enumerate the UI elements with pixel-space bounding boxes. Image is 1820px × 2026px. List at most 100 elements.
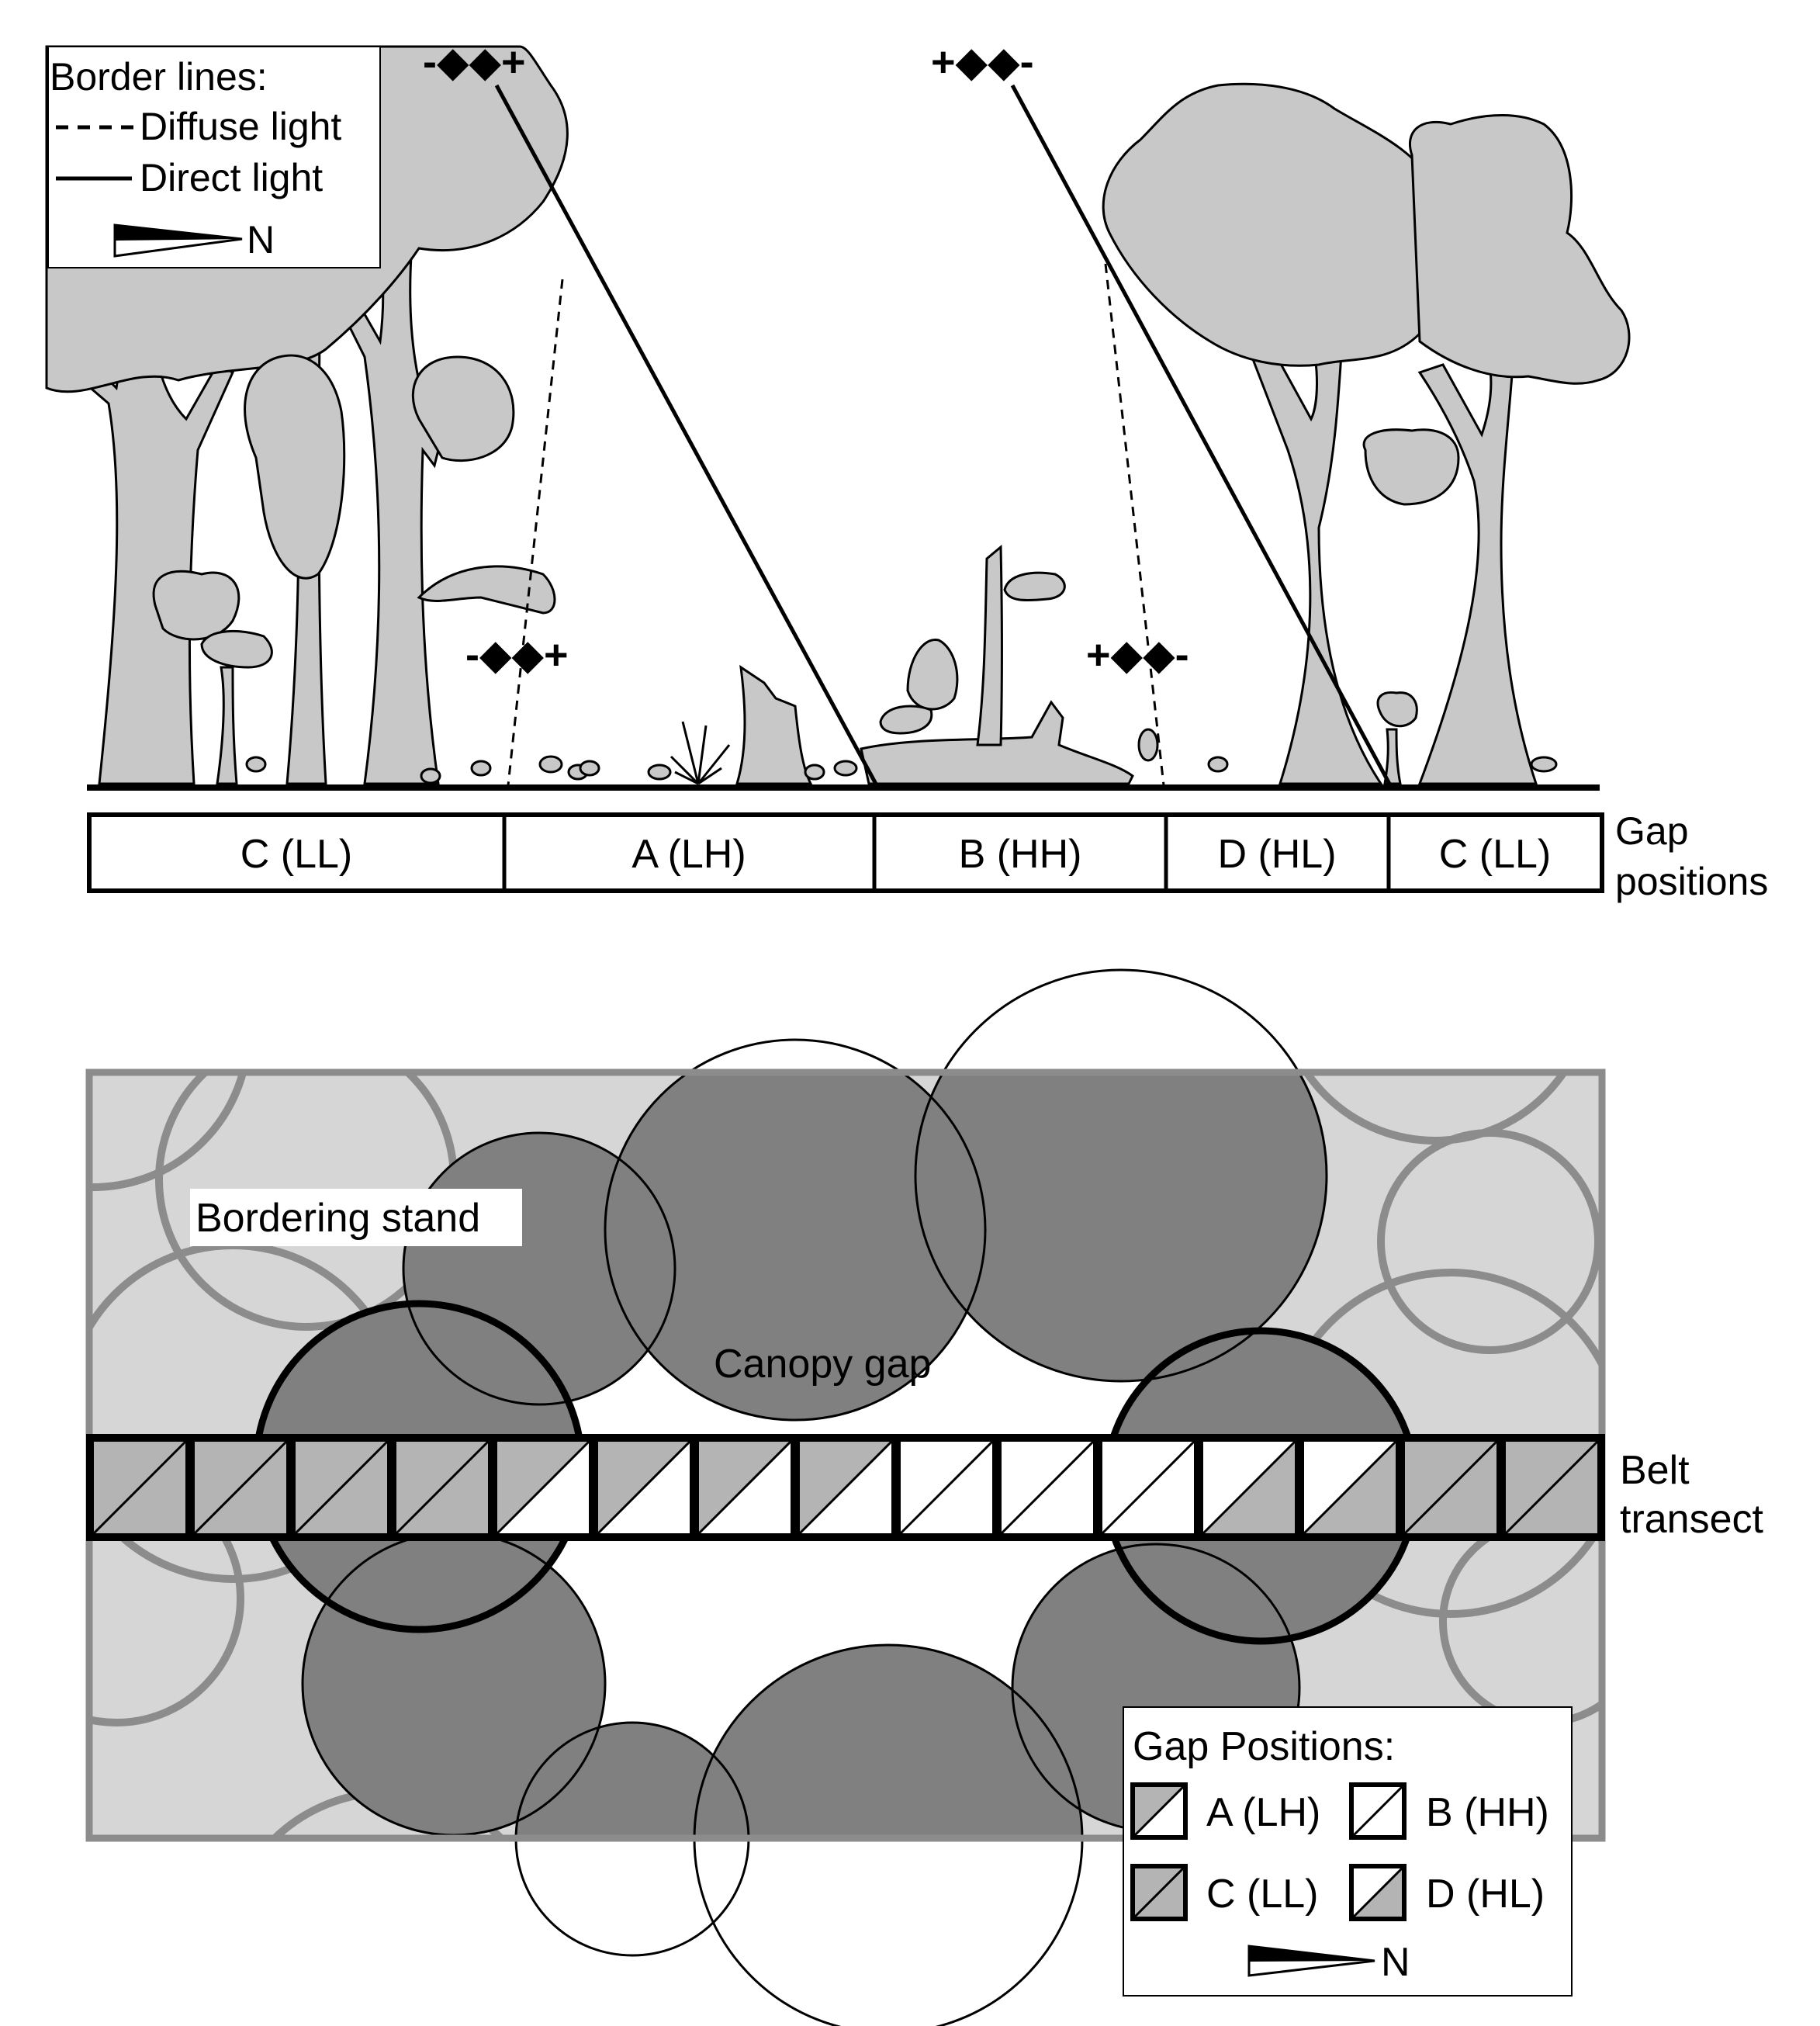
crown: [244, 354, 346, 580]
gap-segment-label: C (LL): [240, 832, 352, 877]
snag: [735, 664, 813, 785]
gap-segment-label: C (LL): [1439, 832, 1551, 877]
cell-diagonal: [1131, 1783, 1187, 1839]
cell-diagonal: [1202, 1440, 1296, 1535]
crown: [303, 1532, 605, 1835]
legend-a-label: A (LH): [1206, 1790, 1320, 1835]
transect-cell: [1000, 1440, 1095, 1535]
seedling: [420, 767, 441, 784]
seedling: [647, 764, 672, 781]
right-stand-trees: [1102, 82, 1631, 785]
crown-outline: [402, 1131, 676, 1406]
crown: [694, 1645, 1082, 1838]
marker-right-low: +◆◆-: [1086, 632, 1189, 678]
crown: [411, 355, 515, 462]
cell-diagonal: [697, 1440, 792, 1535]
canopy-gap-label: Canopy gap: [714, 1342, 931, 1387]
crown: [1408, 113, 1631, 385]
tree-trunk: [1417, 363, 1538, 785]
legend-d-label: D (HL): [1426, 1872, 1545, 1917]
transect-cell: [1504, 1440, 1599, 1535]
belt-transect: [86, 1434, 1605, 1541]
north-arrow-fill: [1249, 1946, 1375, 1962]
cell-diagonal: [193, 1440, 288, 1535]
cell-diagonal: [92, 1440, 187, 1535]
cell-diagonal: [1303, 1440, 1397, 1535]
marker-right-top: +◆◆-: [931, 39, 1034, 85]
border-lines-legend: Border lines: Diffuse light Direct light…: [47, 46, 381, 268]
crown: [1102, 82, 1445, 367]
seedling: [833, 760, 858, 777]
seedling: [579, 760, 600, 777]
crown-outline: [914, 968, 1328, 1383]
legend-swatches: [1130, 1782, 1407, 1921]
crown-ring: [1302, 1072, 1569, 1145]
cell-diagonal: [294, 1440, 389, 1535]
cell-diagonal: [597, 1440, 691, 1535]
crown: [417, 565, 556, 615]
crown-ring: [1377, 1129, 1602, 1354]
crown: [200, 629, 273, 669]
cell-diagonal: [1350, 1865, 1406, 1920]
transect-cell: [294, 1440, 389, 1535]
legend-diffuse-label: Diffuse light: [140, 105, 341, 148]
belt-transect-label: transect: [1620, 1497, 1764, 1542]
cell-diagonal: [395, 1440, 490, 1535]
gap-debris: [735, 544, 1134, 785]
gap-positions-legend: Gap Positions: A (LH) B (HH) C (LL) D (H…: [1123, 1706, 1573, 1997]
cell-diagonal: [798, 1440, 893, 1535]
gap-segment-label: B (HH): [959, 832, 1082, 877]
plan-view: Bordering stand Canopy gap Belt transect…: [85, 968, 1764, 2026]
cell-diagonal: [1504, 1440, 1599, 1535]
crown-ring: [89, 1072, 247, 1191]
seedlings: [245, 728, 1558, 784]
cell-diagonal: [1101, 1440, 1195, 1535]
diffuse-light-line-right: [1104, 263, 1165, 786]
crown: [915, 1072, 1327, 1381]
crown: [879, 705, 933, 735]
transect-cell: [1303, 1440, 1397, 1535]
legend-box: [47, 46, 381, 268]
transect-cell: [1202, 1440, 1296, 1535]
cell-border: [1349, 1782, 1407, 1840]
transect-cell: [193, 1440, 288, 1535]
direct-light-line-left: [494, 84, 879, 787]
transect-cell: [798, 1440, 893, 1535]
belt-transect-label: Belt: [1620, 1448, 1690, 1493]
crown: [906, 639, 959, 711]
legend-b-label: B (HH): [1426, 1790, 1549, 1835]
tree-trunk: [216, 666, 238, 785]
seedling: [538, 755, 563, 774]
tree-trunk: [331, 255, 444, 785]
crown: [1376, 691, 1418, 728]
crown: [516, 1723, 749, 1838]
seedling: [245, 756, 267, 773]
transect-cell: [697, 1440, 792, 1535]
legend-title: Border lines:: [50, 55, 268, 99]
diffuse-light-line-left: [507, 279, 564, 786]
cell-diagonal: [1000, 1440, 1095, 1535]
legend-north-label: N: [1381, 1940, 1410, 1985]
side-view: -◆◆+ +◆◆- -◆◆+ +◆◆- Border lines: Diffus…: [45, 39, 1631, 791]
cell-diagonal: [1131, 1865, 1187, 1920]
fern: [670, 721, 731, 785]
crown: [1362, 428, 1460, 506]
legend-title: Gap Positions:: [1133, 1724, 1395, 1769]
cell-diagonal: [899, 1440, 994, 1535]
transect-cell: [1101, 1440, 1195, 1535]
cell-diagonal: [1403, 1440, 1498, 1535]
crown: [152, 570, 240, 641]
cell-diagonal: [1350, 1783, 1406, 1839]
gap-positions-bar: C (LL) A (LH) B (HH) D (HL) C (LL) Gap p…: [87, 809, 1768, 903]
seedling: [470, 760, 492, 777]
marker-left-top: -◆◆+: [423, 39, 526, 85]
crown: [605, 1072, 985, 1420]
transect-cell: [899, 1440, 994, 1535]
gap-positions-label: Gap: [1615, 809, 1689, 853]
transect-cell: [92, 1440, 187, 1535]
seedling: [1207, 756, 1229, 773]
cell-border: [1130, 1782, 1188, 1840]
tree-trunk: [1383, 728, 1402, 785]
legend-direct-label: Direct light: [140, 156, 323, 199]
